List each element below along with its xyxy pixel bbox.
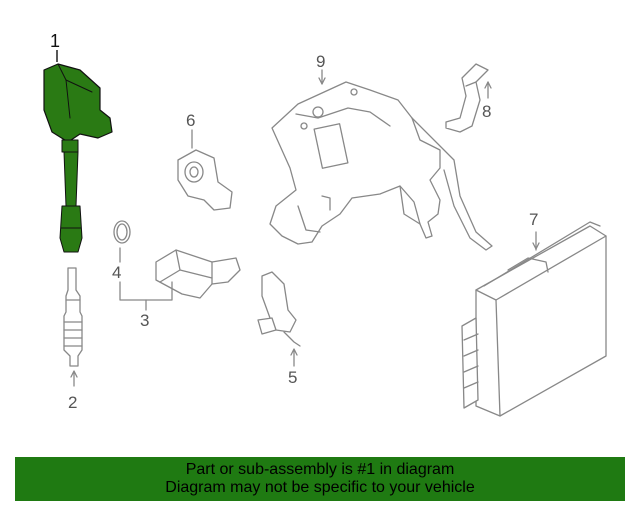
banner-line-2: Diagram may not be specific to your vehi…	[165, 479, 475, 496]
knock-sensor-part-6[interactable]	[177, 129, 233, 211]
sensor-part-3[interactable]	[119, 249, 241, 311]
callout-1: 1	[50, 31, 60, 51]
callout-5: 5	[288, 368, 297, 387]
callout-8: 8	[482, 102, 491, 121]
callout-2: 2	[68, 393, 77, 412]
banner-line-1: Part or sub-assembly is #1 in diagram	[185, 461, 455, 478]
callout-4: 4	[112, 263, 121, 282]
spark-plug-part-2[interactable]	[63, 267, 83, 387]
callout-9: 9	[316, 52, 325, 71]
ecu-module-part-7[interactable]	[461, 221, 607, 417]
info-banner: Part or sub-assembly is #1 in diagram Di…	[15, 457, 625, 501]
bracket-part-8[interactable]	[445, 63, 492, 133]
parts-diagram: 1 2 3 4 5 6 7 8 9	[43, 31, 607, 417]
callout-7: 7	[529, 210, 538, 229]
large-bracket-part-9[interactable]	[269, 69, 493, 251]
callout-3: 3	[140, 311, 149, 330]
callout-6: 6	[186, 111, 195, 130]
sensor-part-5[interactable]	[257, 271, 301, 367]
ignition-coil-part-1[interactable]	[43, 63, 113, 253]
o-ring-part-4[interactable]	[113, 220, 131, 263]
